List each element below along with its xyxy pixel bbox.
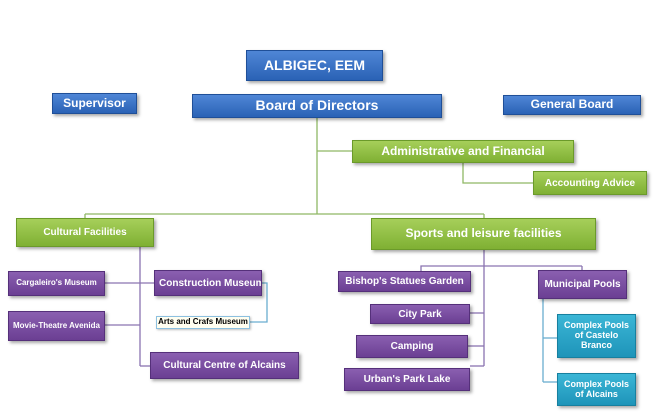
node-urbans-park-lake[interactable]: Urban's Park Lake [344,368,470,391]
node-arts-and-crafs-museum[interactable]: Arts and Crafs Museum [156,316,250,329]
node-supervisor[interactable]: Supervisor [52,93,137,114]
node-municipal-pools[interactable]: Municipal Pools [538,270,627,299]
node-cargaleiros-museum[interactable]: Cargaleiro's Museum [8,271,105,296]
node-bishops-statues-garden[interactable]: Bishop's Statues Garden [338,271,471,292]
node-accounting-advice[interactable]: Accounting Advice [533,171,647,195]
node-city-park[interactable]: City Park [370,304,470,324]
node-cultural-centre-of-alcains[interactable]: Cultural Centre of Alcains [150,352,299,379]
node-general-board[interactable]: General Board [503,95,641,115]
node-construction-museum[interactable]: Construction Museum [154,270,262,296]
node-albigec[interactable]: ALBIGEC, EEM [246,50,383,81]
node-movie-theatre-avenida[interactable]: Movie-Theatre Avenida [8,311,105,341]
node-administrative-and-financial[interactable]: Administrative and Financial [352,140,574,163]
node-camping[interactable]: Camping [356,335,468,358]
node-board-of-directors[interactable]: Board of Directors [192,94,442,118]
node-complex-pools-castelo-branco[interactable]: Complex Pools of Castelo Branco [557,314,636,358]
node-cultural-facilities[interactable]: Cultural Facilities [16,218,154,247]
node-complex-pools-alcains[interactable]: Complex Pools of Alcains [557,373,636,406]
node-sports-and-leisure[interactable]: Sports and leisure facilities [371,218,596,250]
